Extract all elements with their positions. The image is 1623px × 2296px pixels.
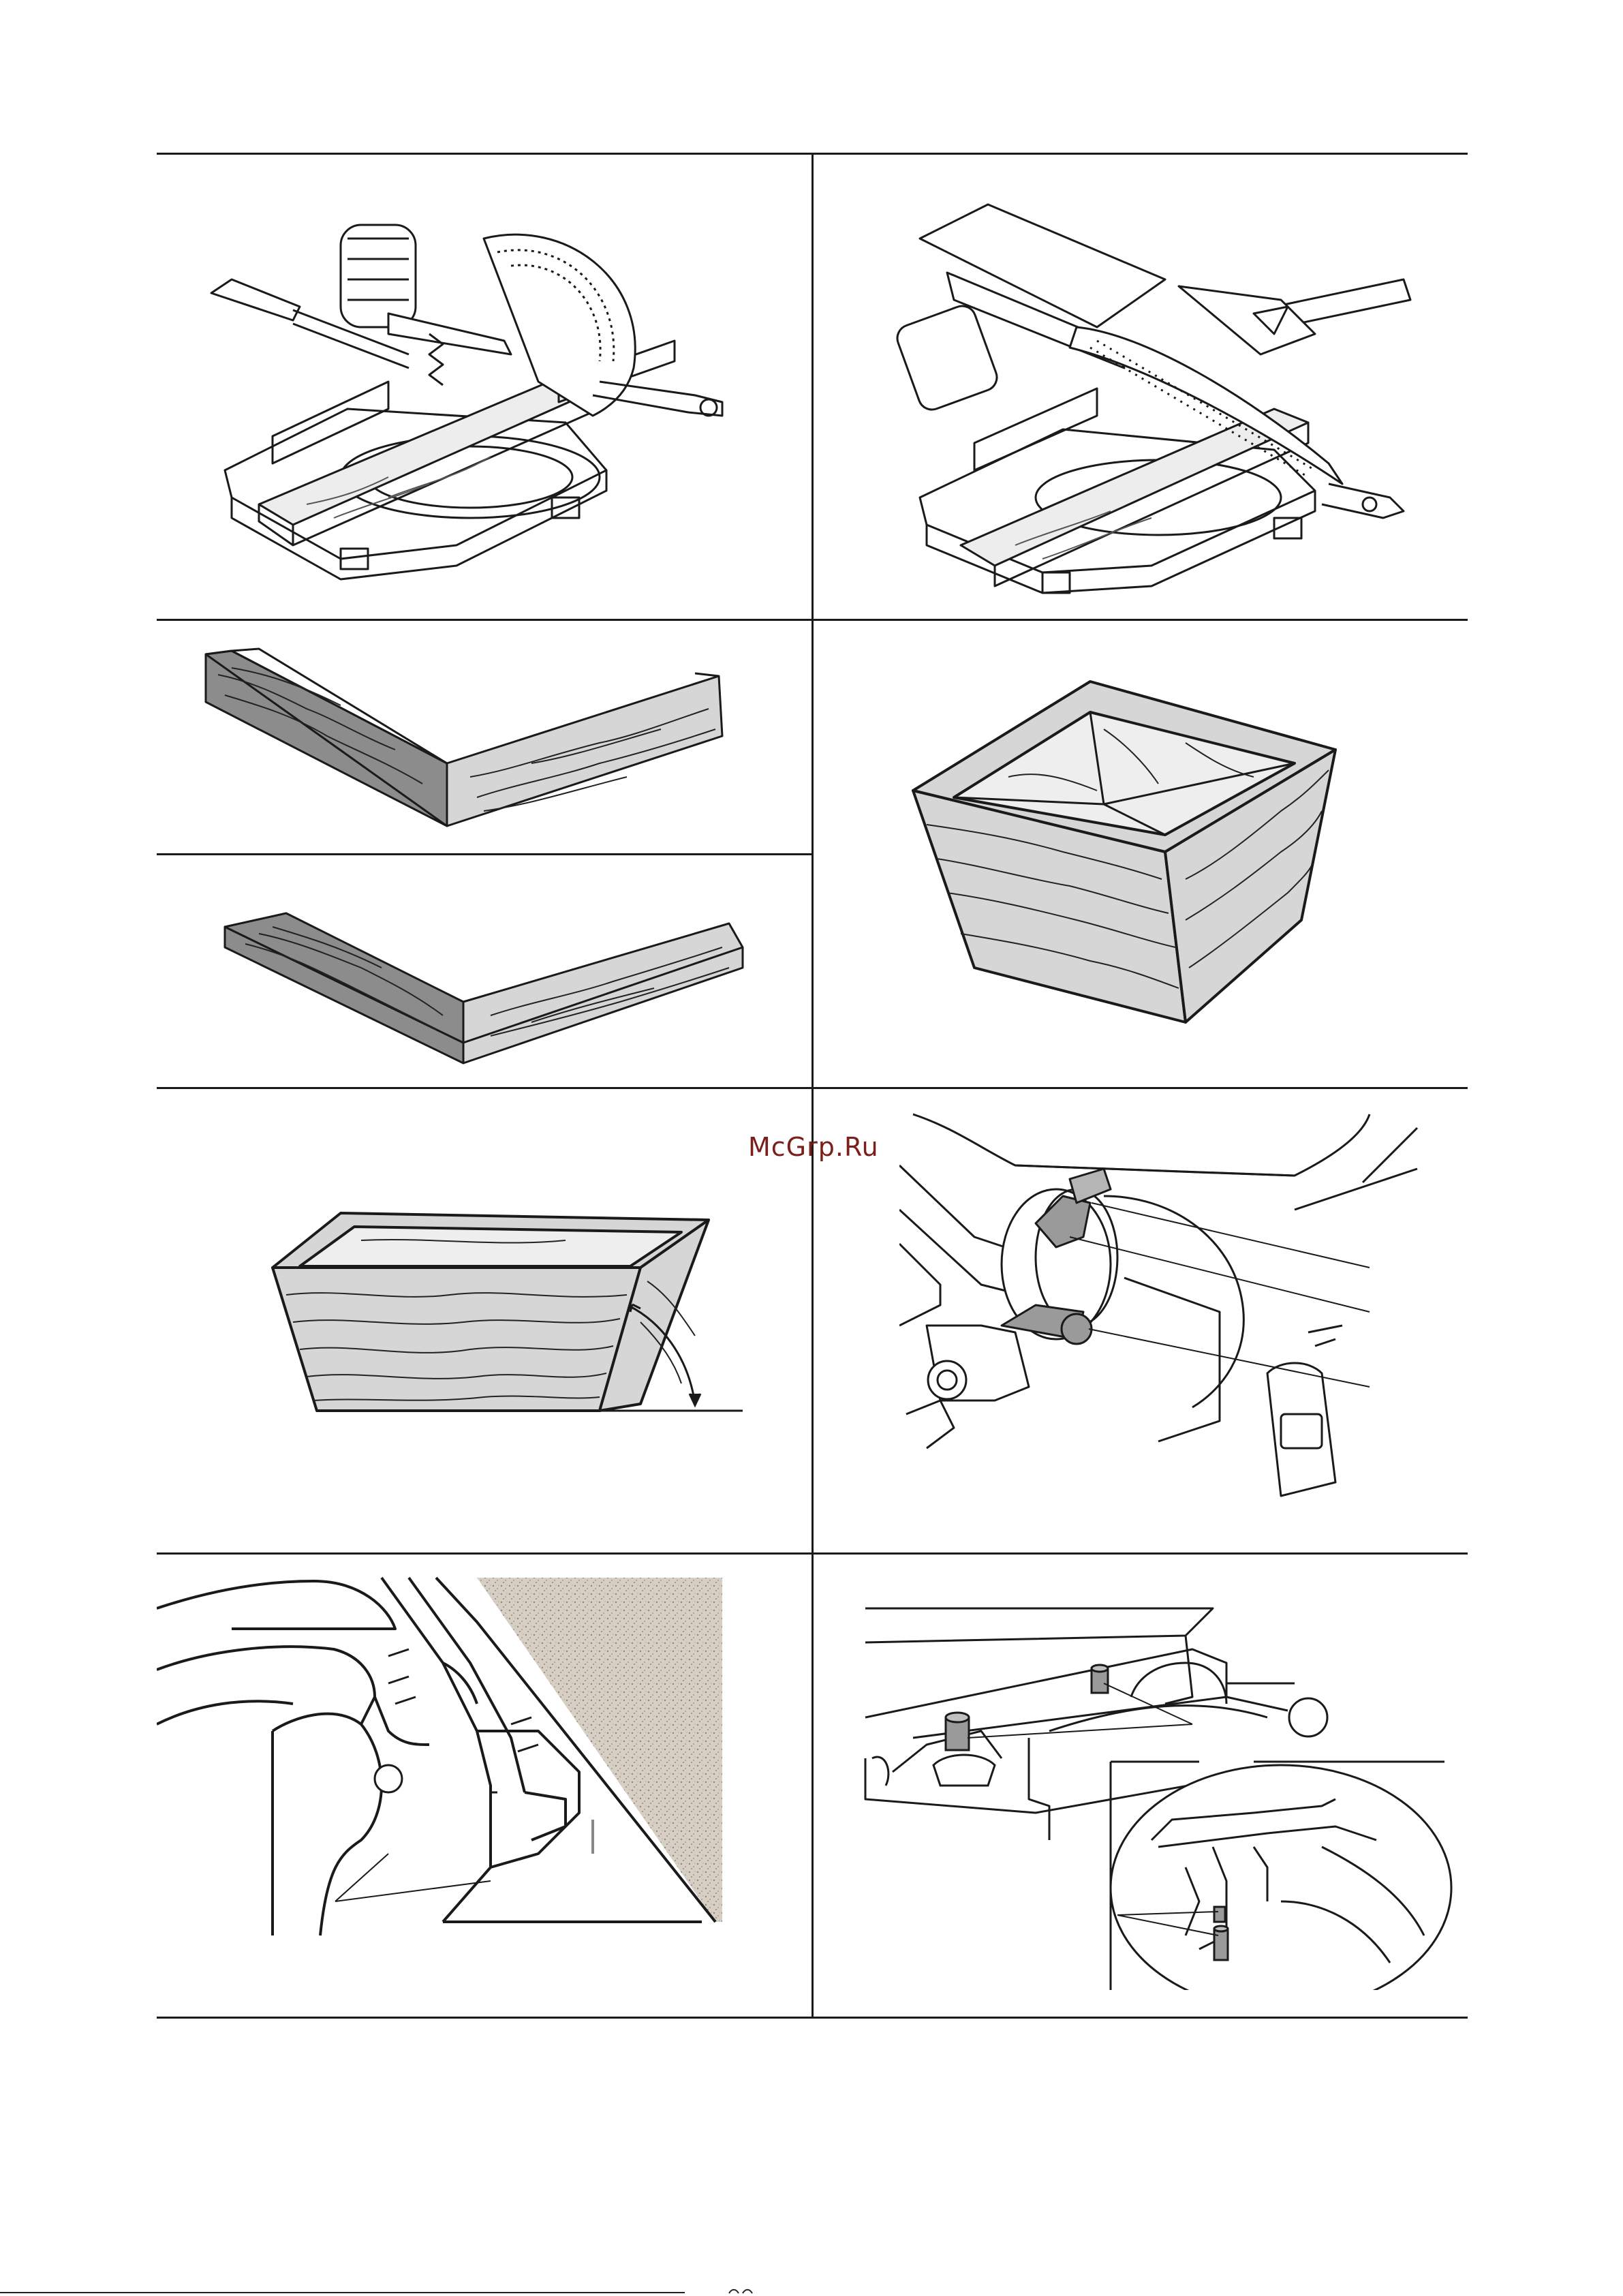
- figure-bevel-lock-levers: [899, 1101, 1444, 1499]
- figure-miter-joint-flat: [204, 879, 756, 1077]
- column-divider: [812, 153, 814, 2019]
- bevel-box-illustration: [259, 1199, 763, 1431]
- saw-upright-illustration: [184, 177, 790, 600]
- figure-table-pins: [845, 1581, 1458, 1990]
- compound-box-illustration: [899, 675, 1349, 1043]
- figure-saw-upright: [184, 177, 790, 600]
- table-pins-illustration: [845, 1581, 1458, 1990]
- watermark-text: McGrp.Ru: [748, 1132, 884, 1166]
- miter-joint-upright-illustration: [191, 641, 743, 845]
- row-divider-inner: [157, 853, 812, 855]
- footer-glyph: [728, 2287, 755, 2294]
- figure-saw-tilted: [838, 177, 1451, 600]
- fence-screws-illustration: [157, 1567, 784, 1949]
- saw-tilted-illustration: [838, 177, 1451, 600]
- figure-compound-box: [899, 675, 1349, 1043]
- figure-miter-joint-upright: [191, 641, 743, 845]
- bevel-lock-levers-illustration: [899, 1101, 1444, 1499]
- footer-rule: [0, 2292, 685, 2293]
- figure-bevel-box: [259, 1199, 763, 1431]
- miter-joint-flat-illustration: [204, 879, 756, 1077]
- figure-fence-screws: [157, 1567, 784, 1949]
